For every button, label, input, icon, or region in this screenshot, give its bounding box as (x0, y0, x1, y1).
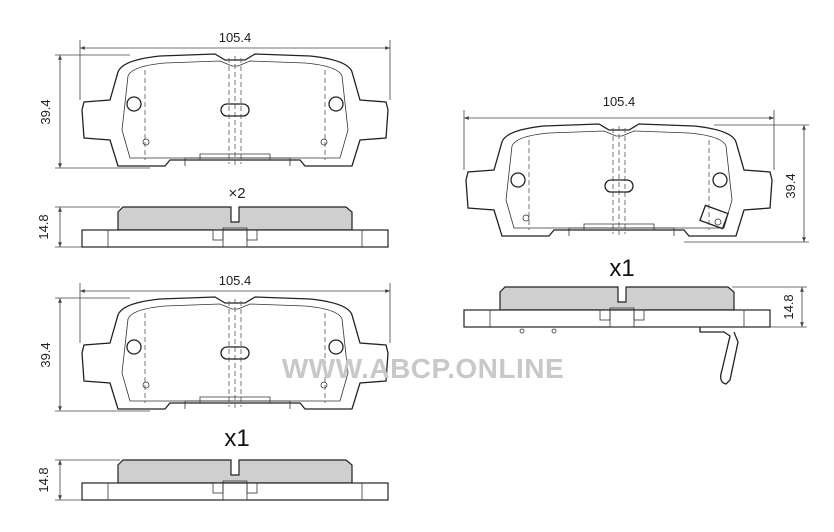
pad-front-view-bottom-left: 105.4 39.4 (38, 273, 391, 412)
height-dimension-label: 39.4 (38, 342, 53, 367)
wear-sensor-icon (699, 204, 729, 230)
thickness-dimension-label: 14.8 (36, 214, 51, 239)
pad-side-view-bottom-left: 14.8 (36, 459, 389, 501)
thickness-dimension-label: 14.8 (36, 467, 51, 492)
quantity-label-top-left: ×2 (228, 185, 245, 202)
watermark: WWW.ABCP.ONLINE (282, 353, 564, 384)
thickness-dimension-label: 14.8 (781, 294, 796, 319)
pad-front-view-right: 105.4 39.4 (463, 94, 809, 243)
quantity-label-bottom-left: x1 (224, 425, 249, 452)
width-dimension-label: 105.4 (603, 94, 636, 109)
height-dimension-label: 39.4 (783, 173, 798, 198)
pad-side-view-top-left: 14.8 (36, 206, 389, 248)
height-dimension-label: 39.4 (38, 99, 53, 124)
width-dimension-label: 105.4 (219, 273, 252, 288)
quantity-label-right: x1 (609, 255, 634, 282)
pad-front-view-top-left: 105.4 39.4 (38, 30, 391, 169)
pad-side-view-right: 14.8 (463, 286, 807, 385)
width-dimension-label: 105.4 (219, 30, 252, 45)
sensor-wire-icon (699, 327, 739, 385)
